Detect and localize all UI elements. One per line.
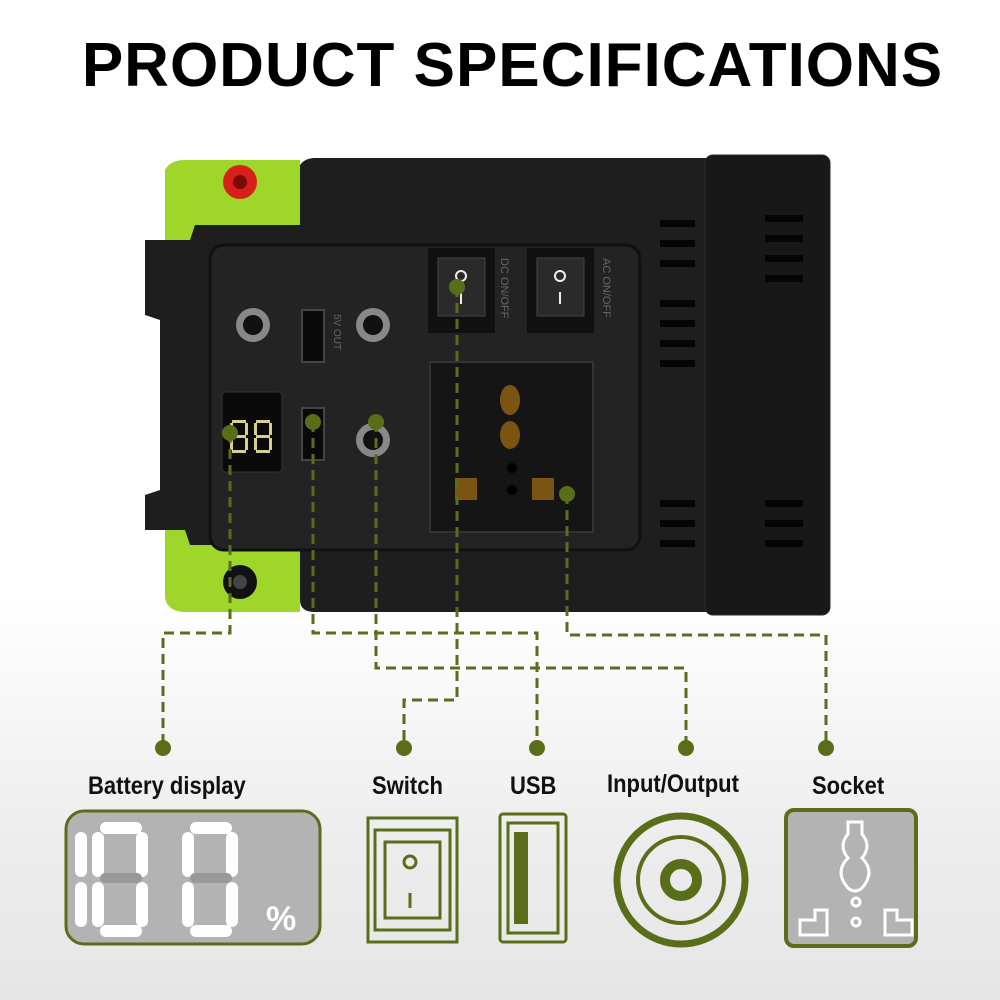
ac-switch[interactable] [536,257,585,317]
leader-usb [311,422,539,748]
input-output-icon [613,812,749,948]
feature-label-switch: Switch [372,772,443,800]
leader-io [374,422,688,748]
battery-display-icon: % [64,809,322,946]
leader-dots [155,279,834,756]
socket-icon [784,808,918,948]
feature-label-battery-display: Battery display [88,772,246,800]
usb-icon [498,812,568,944]
ac-switch-label: AC ON/OFF [600,258,612,318]
dc-switch-label: DC ON/OFF [498,258,510,319]
vent-slots [660,215,803,547]
percent-sign: % [266,900,296,938]
dc-jack-input [236,308,270,342]
dc-jack-out-2 [356,423,390,457]
page-title: PRODUCT SPECIFICATIONS [81,31,944,100]
lime-bracket-top [165,160,300,240]
leader-battery [161,433,232,748]
switch-icon [366,816,459,944]
leader-switch [402,287,459,748]
feature-label-input-output: Input/Output [607,770,739,798]
feature-label-usb: USB [510,772,557,800]
lcd-digits [230,420,272,453]
leader-socket [565,494,828,748]
dc-jack-out-1 [356,308,390,342]
usb-label: 5V OUT [331,314,342,351]
usb-port-1 [301,309,325,363]
feature-label-socket: Socket [812,772,885,800]
